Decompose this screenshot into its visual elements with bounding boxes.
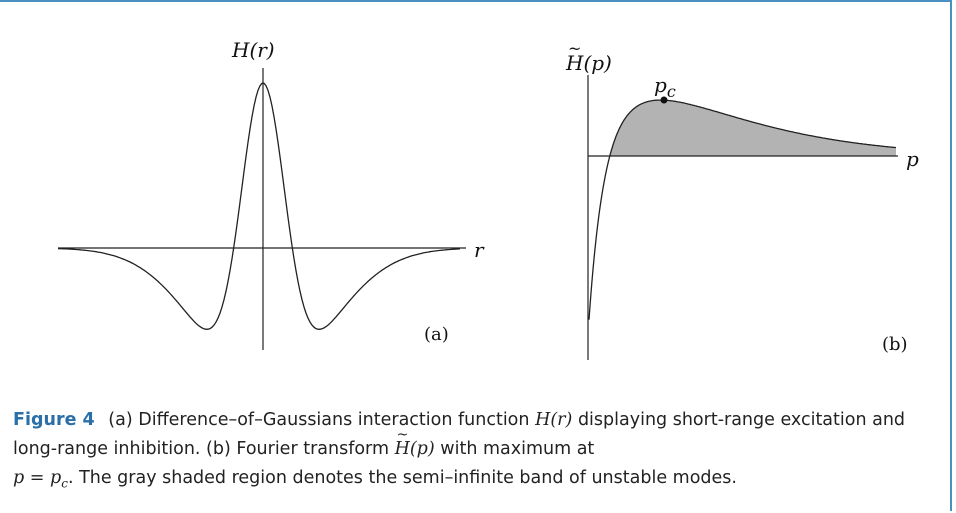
panel-a: H(r) r (a) xyxy=(57,38,485,350)
panel-b-y-label: H(p) xyxy=(565,51,612,75)
caption-part-4: . The gray shaded region denotes the sem… xyxy=(67,468,737,488)
unstable-band-shade xyxy=(610,100,896,156)
panel-b-fourier-curve xyxy=(588,99,896,320)
panel-b-y-label-tilde: ~ xyxy=(568,39,581,58)
caption-part-2: displaying short-range excitation and lo… xyxy=(13,410,906,459)
panel-b-tag: (b) xyxy=(882,334,908,355)
caption-part-1: (a) Difference–of–Gaussians interaction … xyxy=(108,410,530,430)
figure-label: Figure 4 xyxy=(13,410,95,430)
panel-a-dog-curve xyxy=(57,82,461,330)
figure-plots: H(r) r (a) H(p) ~ pc p (b) xyxy=(57,38,919,360)
panel-a-y-label: H(r) xyxy=(231,38,275,62)
caption-part-3: with maximum at xyxy=(440,439,595,459)
figure-caption: Figure 4 (a) Difference–of–Gaussians int… xyxy=(13,406,943,499)
panel-a-tag: (a) xyxy=(424,324,449,345)
caption-math-p-eq-pc: p = pc xyxy=(13,468,68,491)
panel-a-x-label: r xyxy=(474,238,485,262)
caption-math-h-tilde-p: H(p) xyxy=(395,421,435,459)
panel-b: H(p) ~ pc p (b) xyxy=(565,39,919,360)
panel-b-x-label: p xyxy=(906,147,919,171)
caption-math-h-r: H(r) xyxy=(535,410,573,430)
peak-label: pc xyxy=(654,73,676,101)
peak-marker xyxy=(660,96,668,104)
